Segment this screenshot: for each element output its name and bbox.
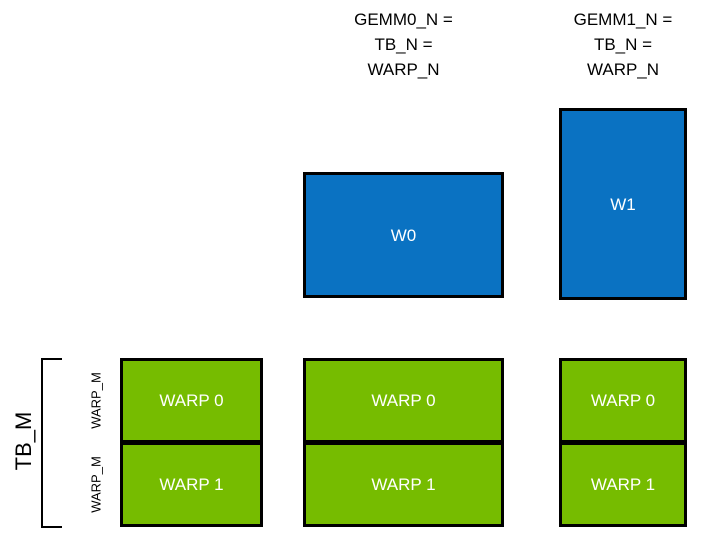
green-tile-col2-row1: WARP 1 — [559, 442, 687, 527]
warp-m-label-bottom: WARP_M — [88, 456, 104, 513]
green-tile-col2-row0-label: WARP 0 — [590, 391, 656, 410]
green-tile-col0-row1-label: WARP 1 — [159, 475, 224, 494]
green-tile-col1-row0: WARP 0 — [303, 358, 504, 443]
green-tile-col2-row0: WARP 0 — [559, 358, 687, 443]
warp-m-label-top: WARP_M — [88, 372, 104, 429]
green-tile-col0-row0: WARP 0 — [120, 358, 263, 443]
green-column-1: WARP 0 WARP 1 — [303, 358, 504, 528]
blue-tile-w1-label: W1 — [610, 194, 636, 214]
green-tile-col0-row1: WARP 1 — [120, 442, 263, 527]
green-column-0: WARP 0 WARP 1 — [120, 358, 263, 528]
blue-tile-w0-label: W0 — [390, 225, 417, 245]
green-tile-col1-row1: WARP 1 — [303, 442, 504, 527]
tb-m-label: TB_M — [11, 411, 36, 471]
column-caption-gemm0: GEMM0_N = TB_N = WARP_N — [354, 10, 453, 79]
tb-m-bracket-icon — [41, 358, 62, 528]
column-caption-gemm1: GEMM1_N = TB_N = WARP_N — [573, 10, 673, 79]
green-tile-col1-row1-label: WARP 1 — [371, 475, 436, 494]
green-tile-col2-row1-label: WARP 1 — [590, 475, 656, 494]
green-tile-col0-row0-label: WARP 0 — [159, 391, 224, 410]
blue-tile-w0: W0 — [303, 172, 504, 298]
green-tile-col1-row0-label: WARP 0 — [371, 391, 436, 410]
blue-tile-w1: W1 — [559, 108, 687, 300]
green-column-2: WARP 0 WARP 1 — [559, 358, 687, 528]
